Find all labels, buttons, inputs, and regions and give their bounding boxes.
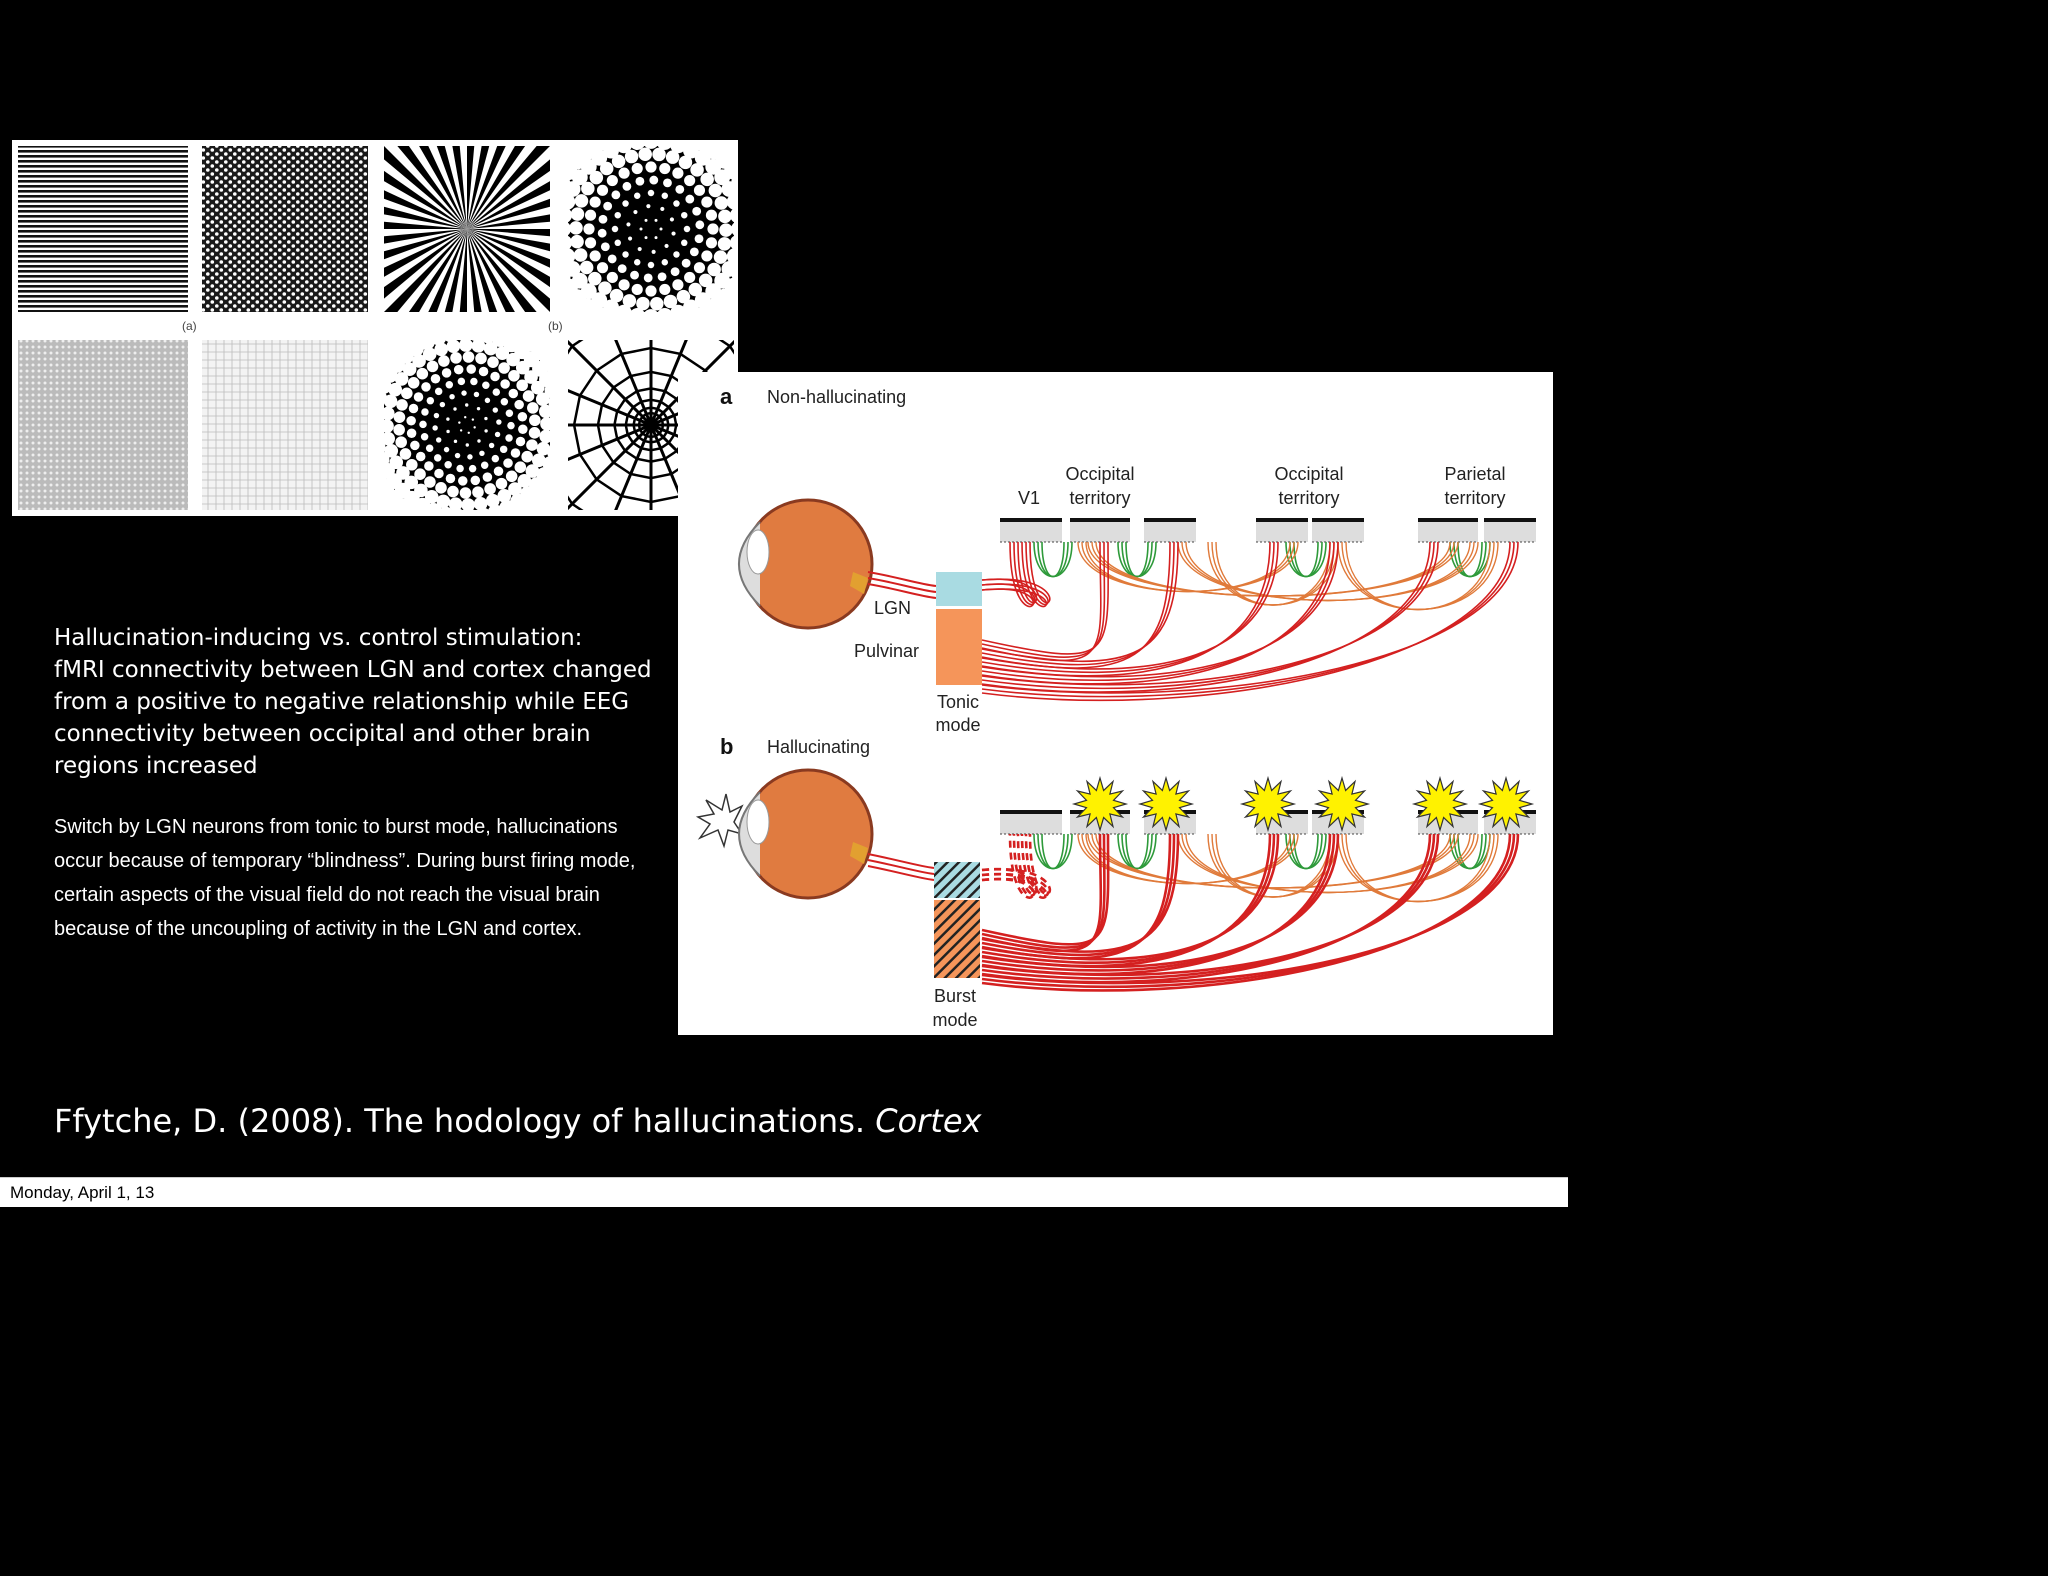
optic-nerve-b — [867, 853, 935, 881]
status-footer: Monday, April 1, 13 — [0, 1177, 1568, 1207]
summary-line-5: regions increased — [54, 753, 258, 779]
summary-line-3: from a positive to negative relationship… — [54, 689, 630, 715]
main-summary: Hallucination-inducing vs. control stimu… — [54, 622, 664, 782]
occipital-label-1b: territory — [1069, 488, 1130, 508]
panel-a-letter: a — [720, 384, 733, 409]
lgn-label: LGN — [874, 598, 911, 618]
parietal-label-a: Parietal — [1444, 464, 1505, 484]
cortex-regions-a — [1000, 518, 1536, 543]
burst-label-1: Burst — [934, 986, 976, 1006]
slide: (a) (b) a Non-hallucinating V1 Occipital… — [12, 140, 1553, 1140]
panel-a-title: Non-hallucinating — [767, 387, 906, 407]
eye-flash-icon — [695, 768, 874, 900]
occipital-label-2b: territory — [1278, 488, 1339, 508]
pathways-a — [981, 541, 1519, 702]
summary-line-1: Hallucination-inducing vs. control stimu… — [54, 625, 583, 651]
pulvinar-box-burst — [934, 900, 980, 978]
occipital-label-1a: Occipital — [1065, 464, 1134, 484]
pulvinar-label: Pulvinar — [854, 641, 919, 661]
citation: Ffytche, D. (2008). The hodology of hall… — [54, 1102, 981, 1140]
pattern-label-a: (a) — [182, 319, 197, 333]
tonic-label-2: mode — [935, 715, 980, 735]
lines-pattern — [18, 146, 188, 312]
occipital-label-2a: Occipital — [1274, 464, 1343, 484]
hodology-diagram: a Non-hallucinating V1 Occipital territo… — [678, 372, 1553, 1035]
faint-grid-pattern — [202, 340, 368, 510]
radial-spoke-pattern — [384, 146, 550, 312]
hallucination-patterns-figure: (a) (b) — [12, 140, 738, 516]
radial-dot-pattern — [568, 146, 734, 312]
optic-nerve — [867, 571, 937, 599]
panel-b-letter: b — [720, 734, 733, 759]
pulvinar-box — [936, 609, 982, 685]
citation-text: Ffytche, D. (2008). The hodology of hall… — [54, 1102, 876, 1140]
pathways-b — [981, 833, 1520, 992]
detail-paragraph: Switch by LGN neurons from tonic to burs… — [54, 816, 636, 940]
summary-line-2: fMRI connectivity between LGN and cortex… — [54, 657, 652, 683]
parietal-label-b: territory — [1444, 488, 1505, 508]
fine-lattice-pattern — [18, 340, 188, 510]
panel-b-title: Hallucinating — [767, 737, 870, 757]
pattern-label-b: (b) — [548, 319, 563, 333]
honeycomb-tunnel-pattern — [384, 340, 550, 510]
burst-label-2: mode — [932, 1010, 977, 1030]
lgn-box — [936, 572, 982, 606]
tonic-label-1: Tonic — [937, 692, 979, 712]
hallucination-flashes — [1071, 775, 1535, 833]
summary-line-4: connectivity between occipital and other… — [54, 721, 591, 747]
eye-icon — [738, 498, 874, 630]
footer-date: Monday, April 1, 13 — [10, 1183, 155, 1202]
hex-dot-pattern — [202, 146, 368, 312]
lgn-box-burst — [934, 862, 980, 898]
citation-journal: Cortex — [875, 1102, 982, 1140]
v1-label: V1 — [1018, 488, 1040, 508]
